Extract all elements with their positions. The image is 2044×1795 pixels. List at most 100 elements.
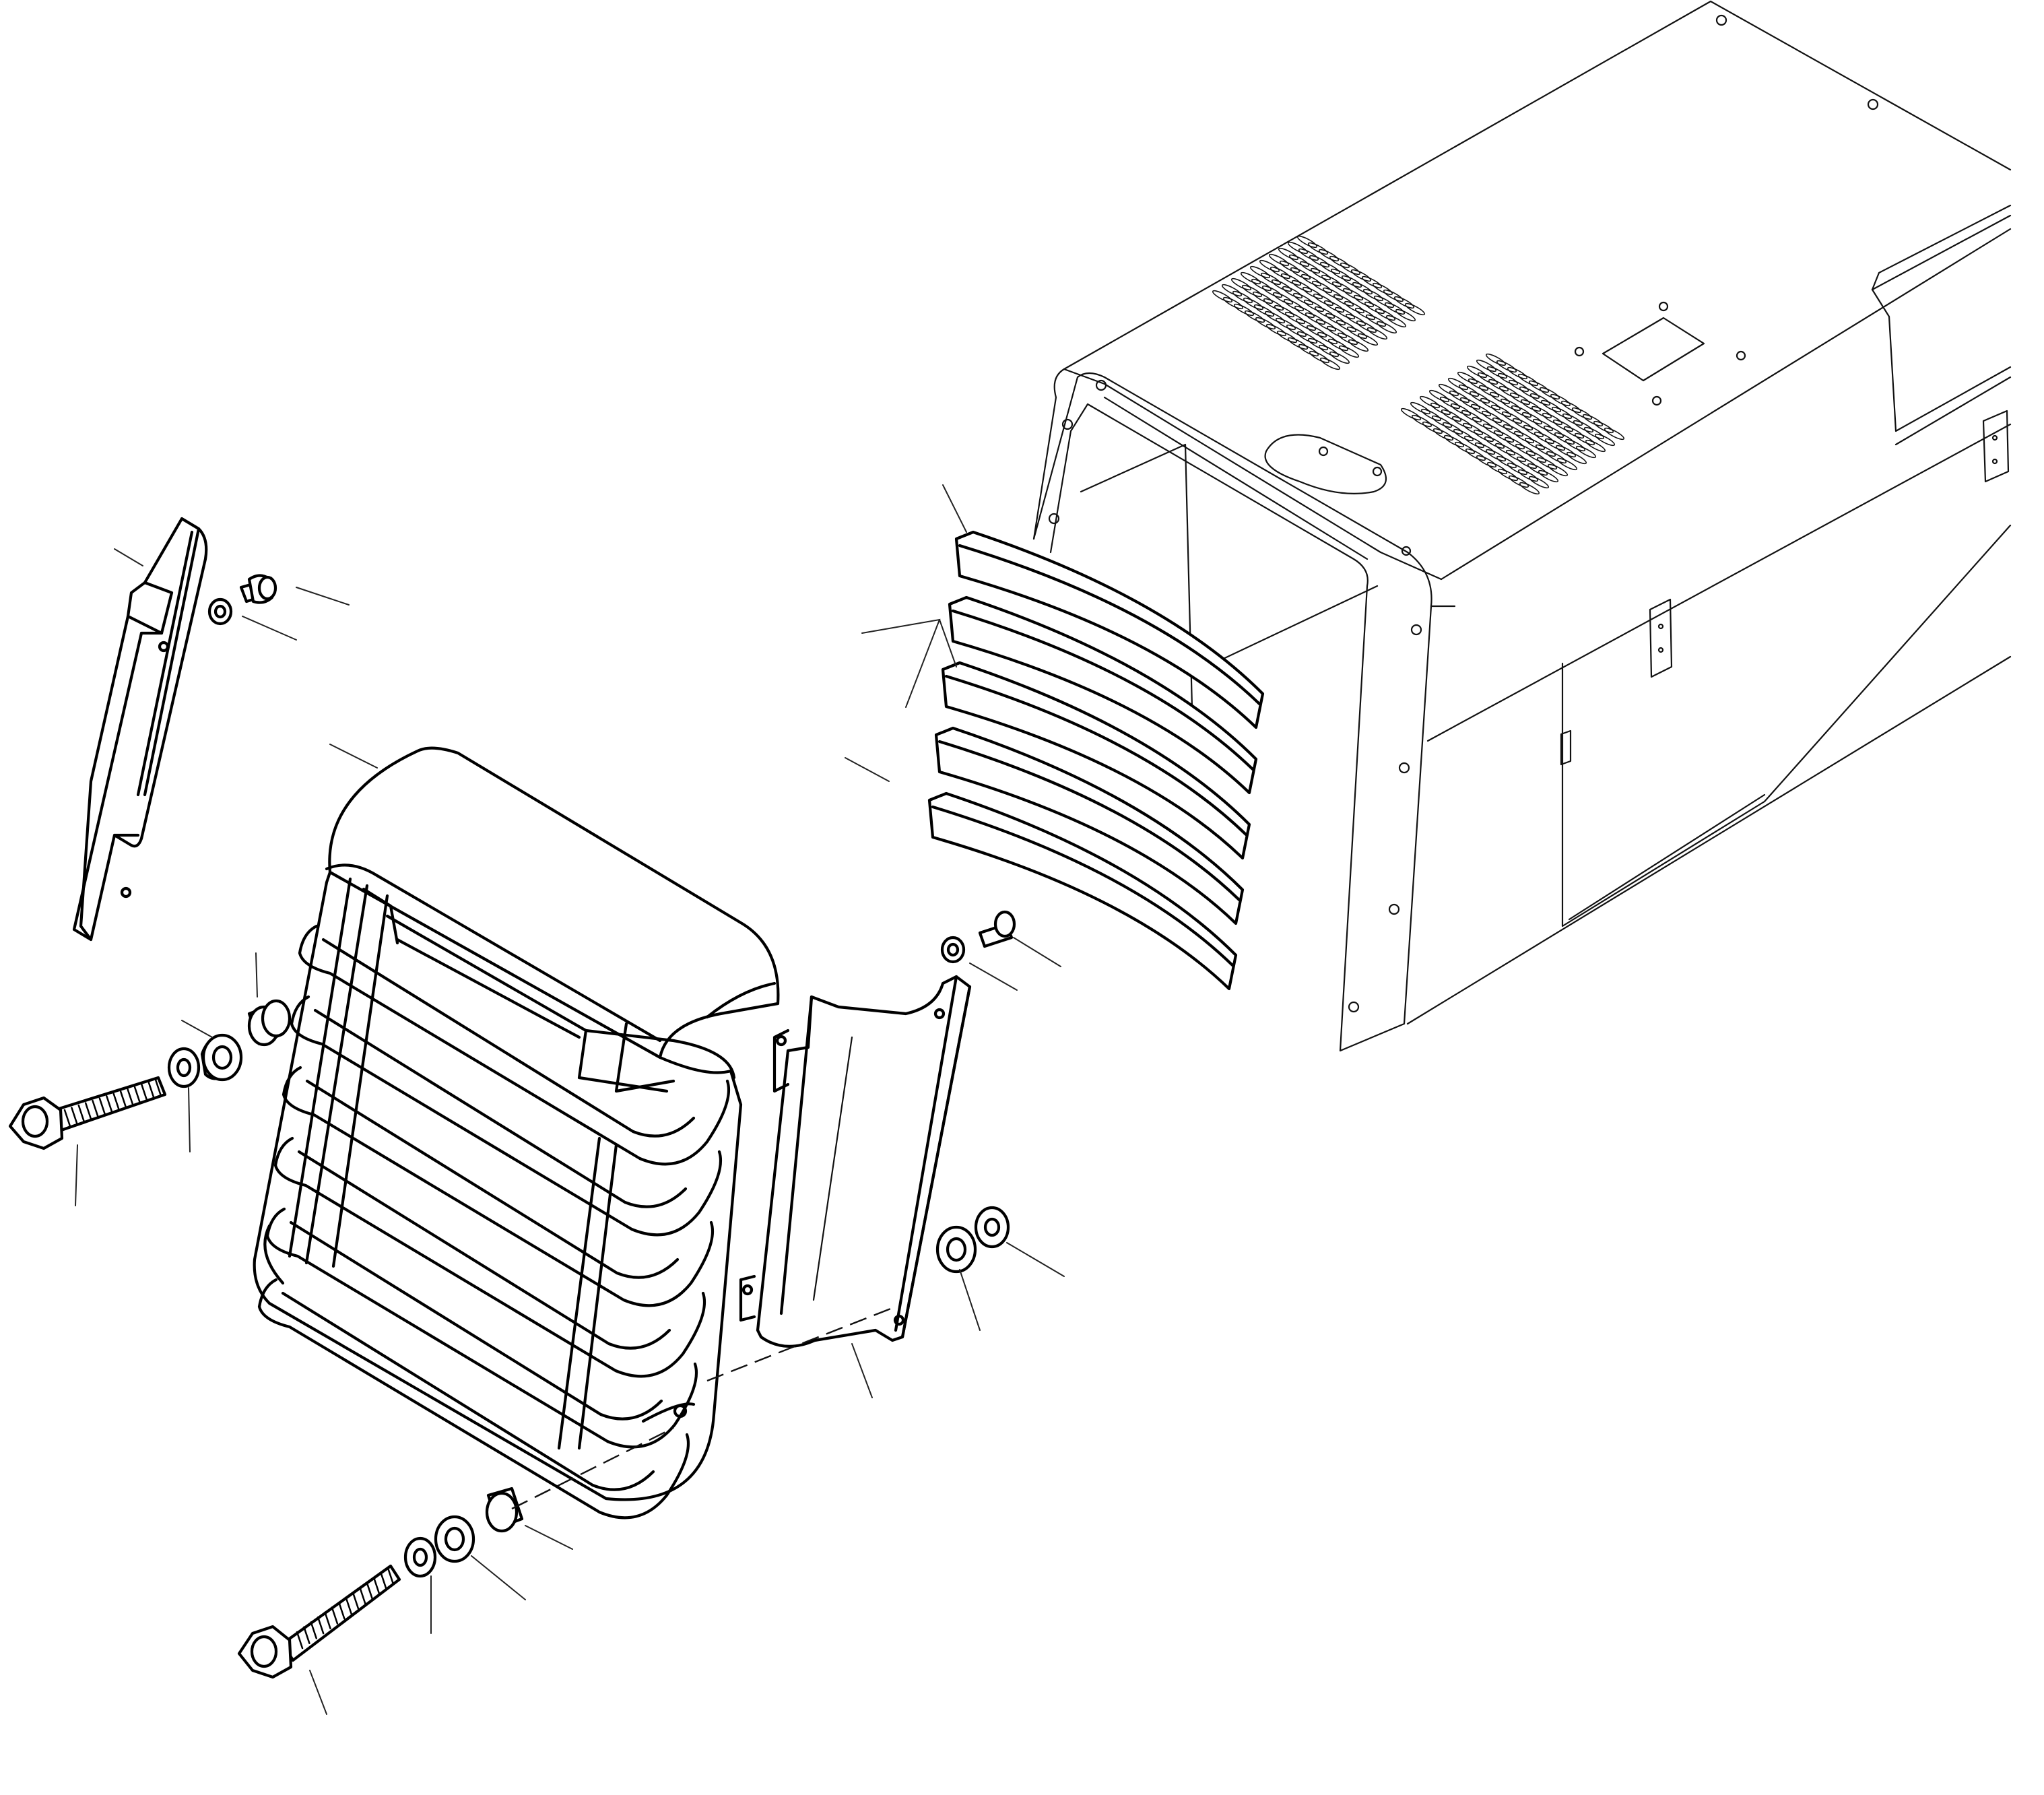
vent-slot [1419,395,1441,409]
vent-slot [1562,413,1583,426]
vent-slot [1524,437,1546,451]
small-washer-upper-left [207,597,233,626]
thread-mark [296,1631,304,1650]
thread-mark [98,1097,106,1115]
vent-slot [1299,261,1321,274]
long-bolt-upper [8,1076,167,1150]
thread-mark [92,1099,99,1118]
vent-slot [1278,247,1299,261]
thread-mark [127,1088,134,1107]
vent-slot [1321,274,1342,288]
long-bolt-lower [237,1564,401,1679]
vent-slot [1525,450,1547,463]
vent-slot [1473,429,1494,443]
vent-slot [1507,366,1528,380]
spacer-lower [485,1487,524,1533]
vent-slot [1365,314,1387,327]
vent-slot [1508,475,1529,488]
front-grille [253,746,780,1520]
vent-slot [1439,396,1461,410]
vent-slot [1496,455,1517,469]
vent-slot [1519,386,1540,399]
grille-slat-set [927,530,1265,991]
vent-slot [1523,424,1544,438]
vent-slot [1571,407,1593,420]
thread-mark [387,1567,395,1586]
grille-bar-inner [313,1008,688,1208]
washer-right [974,1206,1010,1249]
vent-slot [1244,310,1265,323]
vent-slot [1221,284,1243,297]
vent-slot [1469,391,1490,404]
vent-slot [1302,286,1323,300]
vent-slot [1232,290,1253,304]
vent-slot [1555,445,1577,458]
vent-slot [1393,296,1415,309]
grille-slat [954,530,1265,729]
vent-slot [1420,408,1442,422]
vent-slot [1284,311,1306,325]
vent-slot [1294,305,1315,319]
vent-slot [1480,397,1501,411]
vent-slot [1477,372,1498,385]
vent-slot [1400,407,1422,421]
right-side-bracket [739,975,972,1348]
vent-slot [1336,319,1357,333]
vent-slot [1255,317,1276,330]
vent-slot [1594,433,1616,447]
vent-slot [1350,269,1372,282]
thread-mark [140,1083,148,1102]
vent-slot [1311,280,1333,294]
vent-slot [1512,418,1534,431]
vent-slot [1543,425,1564,438]
vent-slot [1313,293,1334,306]
vent-slot [1317,331,1338,345]
vent-slot [1431,415,1453,428]
vent-slot [1486,366,1508,379]
vent-slot [1551,406,1573,420]
thread-mark [84,1102,92,1120]
vent-slot [1268,253,1290,267]
vent-slot [1552,419,1574,432]
bushing-right [935,1225,977,1274]
vent-slot [1544,438,1566,451]
vent-slot [1496,360,1517,373]
vent-slot [1345,313,1366,327]
vent-slot [1536,457,1558,470]
bushing-upper [200,1033,243,1082]
hood-vent-grille-lower [1400,353,1625,495]
vent-slot [1290,267,1311,280]
thread-mark [133,1086,141,1104]
vent-slot [1554,432,1575,445]
vent-slot [1428,389,1450,403]
vent-slot [1521,412,1543,425]
left-side-bracket [72,517,208,942]
vent-slot [1534,431,1555,445]
vent-slot [1503,424,1524,437]
vent-slot [1422,421,1443,434]
vent-slot [1410,401,1431,415]
vent-slot [1318,344,1340,358]
grille-slat-edge [944,674,1248,837]
vent-slot [1547,463,1569,477]
grille-bar-inner [297,1150,671,1350]
vent-slot [1340,262,1361,275]
vent-slot [1449,390,1470,403]
grille-bar [273,1136,706,1378]
vent-slot [1441,409,1462,422]
thread-mark [147,1081,155,1099]
engine-hood [1032,0,2012,1052]
vent-slot [1564,438,1586,452]
vent-slot [1476,359,1497,372]
vent-slot [1338,345,1360,358]
vent-slot [1309,350,1330,364]
vent-slot [1372,282,1393,296]
thread-mark [112,1092,120,1111]
vent-slot [1481,410,1503,424]
vent-slot [1453,428,1474,442]
thread-mark [303,1626,310,1644]
small-bolt-upper-left [239,574,277,604]
vent-slot [1334,306,1356,320]
vent-slot [1470,403,1492,417]
vent-slot [1476,455,1497,468]
